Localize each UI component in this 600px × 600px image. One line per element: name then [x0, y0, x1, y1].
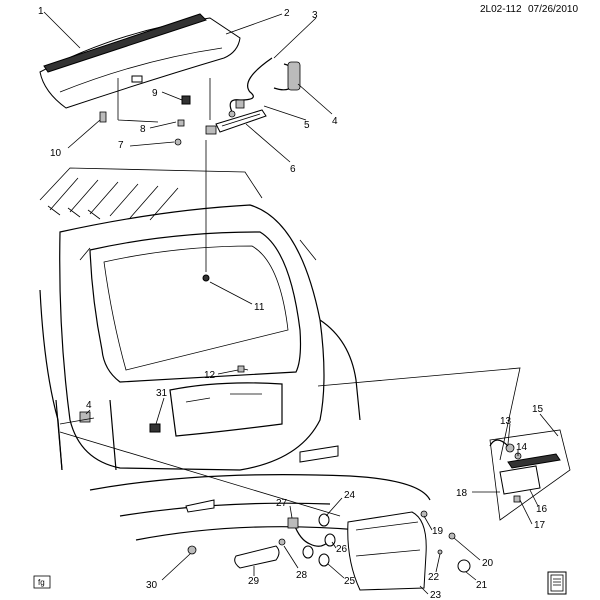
- callout-30: 30: [146, 580, 158, 591]
- callout-7: 7: [118, 140, 124, 151]
- nut-part: [202, 274, 210, 282]
- clip-part: [237, 365, 245, 373]
- callout-24: 24: [344, 490, 356, 501]
- callout-17: 17: [534, 520, 546, 531]
- callout-27: 27: [276, 498, 288, 509]
- wiring-harness: [228, 57, 301, 118]
- callout-20: 20: [482, 558, 494, 569]
- lamp-harness: [278, 513, 336, 567]
- screw-part: [99, 111, 107, 123]
- callout-22: 22: [428, 572, 440, 583]
- callout-9: 9: [152, 88, 158, 99]
- book-icon: [547, 571, 567, 595]
- callout-25: 25: [344, 576, 356, 587]
- callout-11: 11: [254, 302, 265, 313]
- callout-28: 28: [296, 570, 308, 581]
- callout-14: 14: [516, 442, 528, 453]
- callout-29: 29: [248, 576, 260, 587]
- callout-12: 12: [204, 370, 216, 381]
- diagram-date: 07/26/2010: [528, 4, 578, 15]
- callout-4-lower: 4: [86, 400, 92, 411]
- callout-4: 4: [332, 116, 338, 127]
- reflector-part: [234, 545, 280, 569]
- callout-31: 31: [156, 388, 168, 399]
- callout-16: 16: [536, 504, 548, 515]
- vehicle-body: [39, 167, 431, 541]
- callout-8: 8: [140, 124, 146, 135]
- callout-5: 5: [304, 120, 310, 131]
- spoiler-assembly: [39, 13, 241, 109]
- callout-13: 13: [500, 416, 512, 427]
- callout-labels: 1 2 3 4 5 6 7 8 9 10 11 12 13: [38, 6, 559, 600]
- callout-10: 10: [50, 148, 62, 159]
- callout-21: 21: [476, 580, 488, 591]
- diagram-code: 2L02-112: [480, 4, 522, 15]
- callout-1: 1: [38, 6, 44, 17]
- plug-part: [187, 545, 197, 555]
- callout-23: 23: [430, 590, 442, 600]
- brake-lamp: [205, 109, 267, 135]
- license-lamp-assembly: [489, 429, 571, 521]
- tail-lamp-assembly: [347, 510, 471, 591]
- callout-19: 19: [432, 526, 444, 537]
- fg-badge-label: fg: [38, 578, 45, 587]
- callout-15: 15: [532, 404, 544, 415]
- callout-26: 26: [336, 544, 348, 555]
- callout-18: 18: [456, 488, 468, 499]
- callout-6: 6: [290, 164, 296, 175]
- clip-part: [149, 423, 161, 433]
- callout-2: 2: [284, 8, 290, 19]
- bolt-part: [174, 138, 182, 146]
- callout-3: 3: [312, 10, 318, 21]
- clip-part: [181, 95, 191, 105]
- fg-badge: [33, 575, 51, 589]
- fastener-part: [177, 119, 185, 127]
